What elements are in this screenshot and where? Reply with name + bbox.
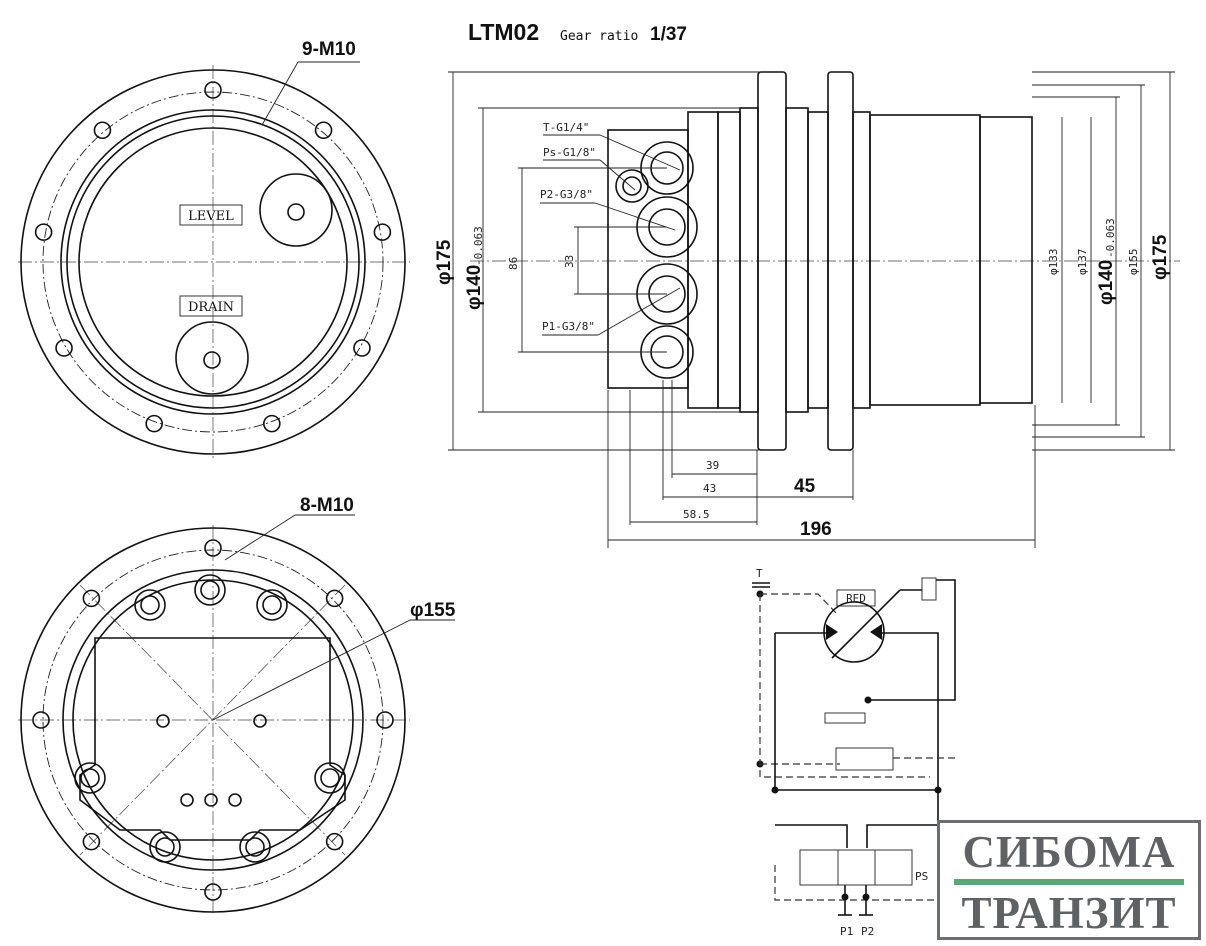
dim-right-d140: φ140 xyxy=(1096,260,1117,305)
side-view: φ175 φ140 -0.063 86 33 T-G1/4" Ps-G1/8" … xyxy=(434,71,1180,548)
logo-line-2: ТРАНЗИТ xyxy=(961,888,1177,938)
bolt-boss xyxy=(200,580,220,600)
dim-58-5: 58.5 xyxy=(683,508,710,521)
dim-h33: 33 xyxy=(563,255,576,268)
model-title: LTM02 xyxy=(468,19,539,45)
bolt-boss xyxy=(140,595,160,615)
bolt-boss xyxy=(262,595,282,615)
bolt-hole xyxy=(55,339,73,357)
company-logo: СИБОМА ТРАНЗИТ xyxy=(937,820,1201,940)
dim-45: 45 xyxy=(794,476,816,497)
dim-d155: φ155 xyxy=(1127,249,1140,276)
bolt-boss xyxy=(149,831,181,863)
p2-port-label: P2 xyxy=(861,925,874,938)
bolt-boss xyxy=(239,831,271,863)
bolt-boss xyxy=(134,589,166,621)
bolt-hole xyxy=(325,832,344,851)
rear-diameter-label: φ155 xyxy=(410,600,456,621)
port-ps-label: Ps-G1/8" xyxy=(543,146,596,159)
port-p1-label: P1-G3/8" xyxy=(542,320,595,333)
dim-39: 39 xyxy=(706,459,719,472)
logo-accent-bar xyxy=(954,879,1184,885)
bolt-hole xyxy=(145,414,163,433)
dim-left-d140-tol: -0.063 xyxy=(472,226,485,266)
dim-d133: φ133 xyxy=(1047,249,1060,276)
dim-d137: φ137 xyxy=(1076,249,1089,276)
bolt-hole xyxy=(32,711,50,729)
dim-right-d175: φ175 xyxy=(1150,234,1171,280)
gear-ratio-label: Gear ratio xyxy=(560,29,638,44)
bolt-hole xyxy=(314,121,333,140)
dim-left-d140: φ140 xyxy=(464,265,485,310)
bolt-hole xyxy=(204,81,222,99)
bolt-boss xyxy=(155,837,175,857)
bolt-hole xyxy=(204,539,222,557)
front-bolt-label: 9-M10 xyxy=(302,39,356,60)
gear-ratio-value: 1/37 xyxy=(650,24,687,45)
t-port-label: T xyxy=(756,567,763,580)
rear-view: φ155 8-M10 xyxy=(18,495,456,915)
dim-right-d140-tol: -0.063 xyxy=(1104,218,1117,258)
front-view: LEVEL DRAIN 9-M10 xyxy=(18,39,410,460)
bolt-hole xyxy=(263,414,281,433)
rear-bolt-label: 8-M10 xyxy=(300,495,354,516)
bolt-hole xyxy=(376,711,394,729)
dim-196: 196 xyxy=(800,519,832,540)
port-t-label: T-G1/4" xyxy=(543,121,589,134)
bolt-boss xyxy=(194,574,226,606)
bolt-hole xyxy=(34,223,53,241)
bolt-hole xyxy=(93,121,112,140)
bolt-boss xyxy=(74,762,106,794)
bolt-hole xyxy=(204,883,222,901)
ps-port-label: PS xyxy=(915,870,928,883)
hydraulic-schematic: T RED P1 P2 PS xyxy=(752,567,956,938)
p1-port-label: P1 xyxy=(840,925,853,938)
dim-left-d175: φ175 xyxy=(434,239,455,285)
bolt-hole xyxy=(373,223,392,241)
logo-line-1: СИБОМА xyxy=(962,827,1176,877)
dim-43: 43 xyxy=(703,482,716,495)
bolt-boss xyxy=(256,589,288,621)
bolt-hole xyxy=(82,832,101,851)
level-label: LEVEL xyxy=(188,209,234,224)
dim-h86: 86 xyxy=(507,257,520,270)
bolt-hole xyxy=(325,589,344,608)
bolt-boss xyxy=(245,837,265,857)
drain-label: DRAIN xyxy=(188,300,234,315)
red-label: RED xyxy=(846,592,866,605)
bolt-boss xyxy=(320,768,340,788)
bolt-hole xyxy=(82,589,101,608)
bolt-hole xyxy=(353,339,371,357)
port-p2-label: P2-G3/8" xyxy=(540,188,593,201)
